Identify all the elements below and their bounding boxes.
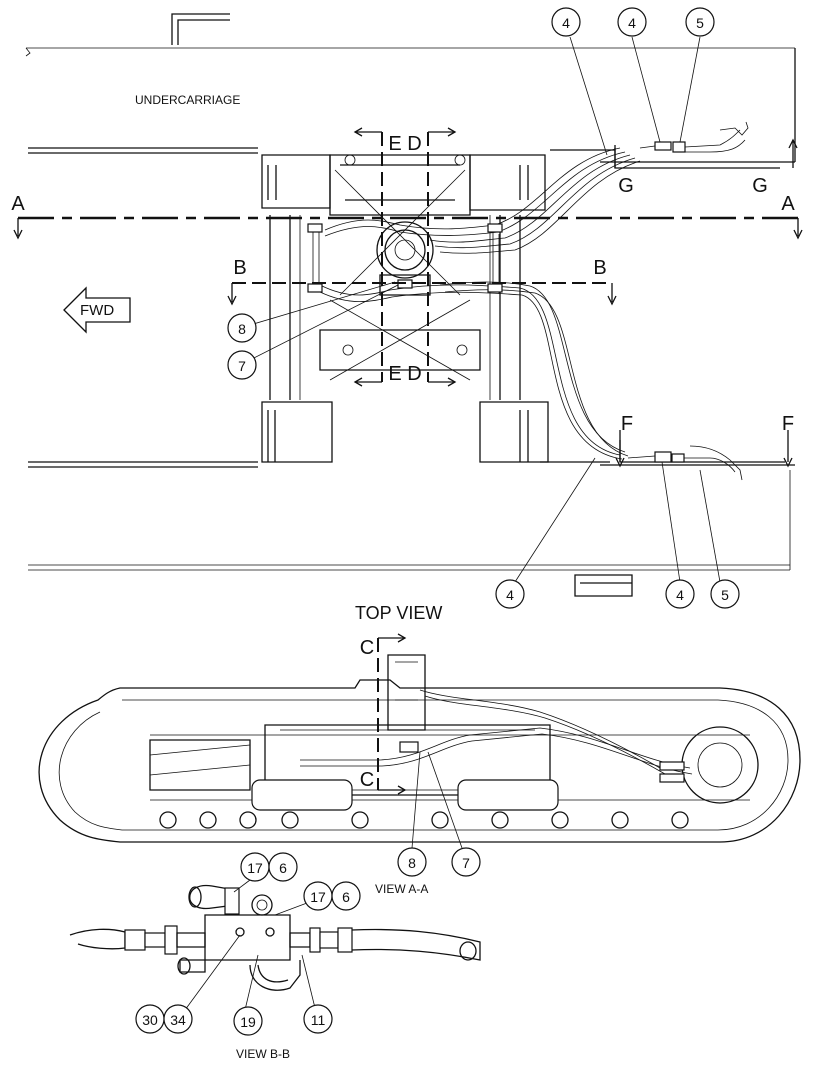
section-b-right: B — [593, 257, 606, 279]
section-b-left: B — [233, 257, 246, 279]
callout-label: 7 — [462, 855, 470, 871]
callout-5-top: 5 — [685, 7, 715, 37]
callout-label: 17 — [310, 889, 326, 905]
callout-30-bb: 30 — [135, 1004, 165, 1034]
callout-label: 7 — [238, 358, 246, 374]
callout-label: 19 — [240, 1014, 256, 1030]
top-view-label: TOP VIEW — [355, 603, 442, 623]
callout-label: 17 — [247, 860, 263, 876]
callout-7-view-aa: 7 — [451, 847, 481, 877]
callout-label: 8 — [238, 321, 246, 337]
section-g-right: G — [752, 175, 768, 197]
callout-label: 4 — [676, 587, 684, 603]
callout-label: 30 — [142, 1012, 158, 1028]
callout-label: 4 — [506, 587, 514, 603]
callout-label: 6 — [279, 860, 287, 876]
callout-6-bb-b: 6 — [331, 881, 361, 911]
callout-label: 5 — [721, 587, 729, 603]
view-aa-drawing — [38, 633, 801, 843]
undercarriage-label: UNDERCARRIAGE — [135, 93, 240, 107]
section-f-left: F — [621, 413, 633, 435]
callout-5-low: 5 — [710, 579, 740, 609]
fwd-label: FWD — [80, 302, 114, 319]
callout-8-mid: 8 — [227, 313, 257, 343]
section-c-top: C — [360, 637, 374, 659]
section-c-bottom: C — [360, 769, 374, 791]
callout-34-bb: 34 — [163, 1004, 193, 1034]
callout-11-bb: 11 — [303, 1004, 333, 1034]
callout-7-mid: 7 — [227, 350, 257, 380]
view-bb-label: VIEW B-B — [236, 1047, 290, 1061]
callout-17-bb-a: 17 — [240, 852, 270, 882]
view-aa-label: VIEW A-A — [375, 882, 428, 896]
callout-8-view-aa: 8 — [397, 847, 427, 877]
callout-4-low-b: 4 — [665, 579, 695, 609]
section-a-right: A — [781, 193, 795, 215]
callout-label: 5 — [696, 15, 704, 31]
callout-4-low-a: 4 — [495, 579, 525, 609]
callout-17-bb-b: 17 — [303, 881, 333, 911]
section-g-left: G — [618, 175, 634, 197]
section-ed-bottom: E D — [388, 363, 421, 385]
view-aa-leaders — [411, 751, 463, 849]
section-a-left: A — [11, 193, 25, 215]
top-view-drawing — [13, 13, 803, 597]
callout-label: 4 — [562, 15, 570, 31]
top-view-leaders — [249, 36, 721, 583]
track-rollers — [159, 779, 689, 829]
callout-label: 11 — [311, 1012, 326, 1028]
callout-label: 6 — [342, 889, 350, 905]
callout-19-bb: 19 — [233, 1006, 263, 1036]
section-ed-top: E D — [388, 133, 421, 155]
callout-4-top-a: 4 — [551, 7, 581, 37]
callout-label: 8 — [408, 855, 416, 871]
callout-6-bb-a: 6 — [268, 852, 298, 882]
view-bb-drawing — [69, 884, 481, 991]
callout-4-top-b: 4 — [617, 7, 647, 37]
callout-label: 4 — [628, 15, 636, 31]
callout-label: 34 — [170, 1012, 186, 1028]
section-f-right: F — [782, 413, 794, 435]
